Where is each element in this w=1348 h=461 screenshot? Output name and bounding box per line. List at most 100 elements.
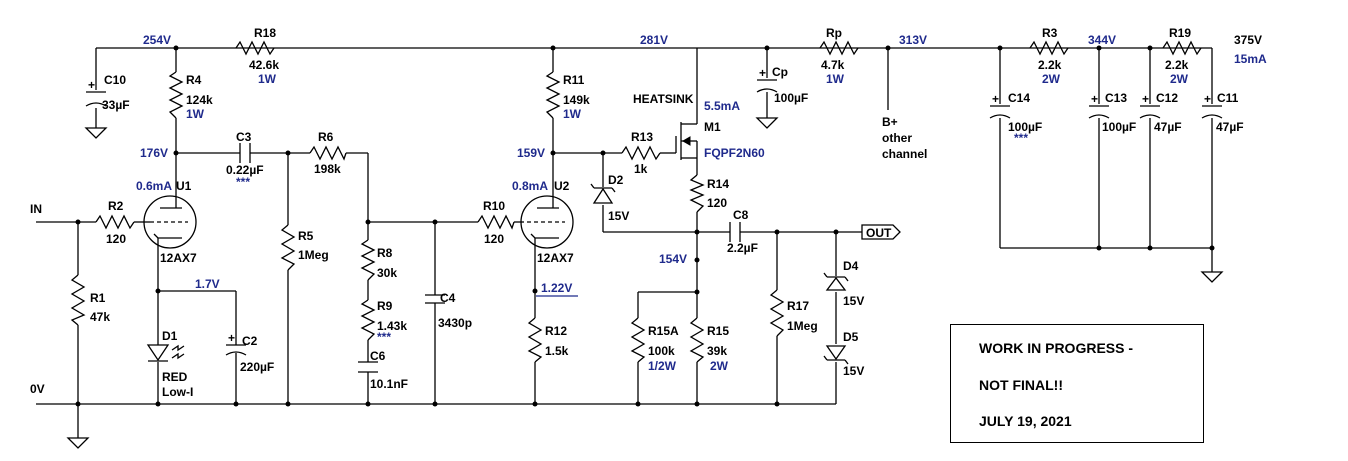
label-d5-value: 15V [843, 364, 864, 378]
diode-d4 [823, 272, 849, 291]
label-r14-name: R14 [707, 177, 729, 191]
label-r12-name: R12 [545, 324, 567, 338]
resistor-r15a [630, 317, 646, 363]
label-c11-value: 47µF [1216, 120, 1244, 134]
label-c13-name: C13 [1105, 91, 1127, 105]
label-r5-name: R5 [298, 229, 314, 243]
label-c6-name: C6 [370, 349, 386, 363]
capacitor-cp: + [756, 66, 778, 93]
label-r2-name: R2 [108, 199, 124, 213]
resistor-r12 [527, 317, 543, 363]
current-u2: 0.8mA [512, 179, 548, 193]
label-r13-name: R13 [631, 130, 653, 144]
resistor-r5 [280, 224, 296, 271]
label-u1-name: U1 [176, 179, 192, 193]
label-ground: 0V [30, 382, 45, 396]
diode-d1 [146, 344, 185, 362]
label-r18-rating: 1W [258, 72, 277, 86]
label-d5-name: D5 [843, 330, 859, 344]
label-r1-value: 47k [90, 310, 110, 324]
label-c12-value: 47µF [1154, 120, 1182, 134]
capacitor-c2: + [225, 331, 247, 356]
label-r15a-rating: 1/2W [648, 359, 677, 373]
voltage-313: 313V [899, 33, 927, 47]
out-port-flag [861, 224, 901, 240]
notice-line-3: JULY 19, 2021 [979, 413, 1072, 429]
svg-text:+: + [1142, 92, 1149, 106]
resistor-r18 [235, 40, 275, 56]
voltage-254: 254V [143, 33, 171, 47]
label-r15-name: R15 [707, 324, 729, 338]
label-u1-type: 12AX7 [160, 251, 197, 265]
label-r9-note: *** [377, 330, 391, 344]
label-c12-name: C12 [1156, 91, 1178, 105]
label-r15-rating: 2W [710, 359, 729, 373]
label-r11-name: R11 [563, 73, 585, 87]
label-r4-value: 124k [186, 93, 213, 107]
voltage-176: 176V [140, 146, 168, 160]
label-r18-name: R18 [254, 26, 276, 40]
tube-u2 [520, 195, 574, 249]
label-r6-name: R6 [318, 130, 334, 144]
label-r1-name: R1 [90, 291, 106, 305]
resistor-r19 [1162, 40, 1202, 56]
label-d1-line1: RED [162, 370, 188, 384]
label-r8-value: 30k [377, 266, 397, 280]
label-r3-value: 2.2k [1038, 58, 1062, 72]
svg-text:+: + [992, 92, 999, 106]
label-r17-value: 1Meg [787, 319, 818, 333]
label-c8-name: C8 [733, 208, 749, 222]
label-in: IN [30, 202, 42, 216]
label-d1-name: D1 [162, 329, 178, 343]
resistor-r8 [360, 239, 376, 281]
label-d1-line2: Low-I [162, 385, 193, 399]
label-rp-name: Rp [826, 26, 842, 40]
label-r10-value: 120 [484, 232, 504, 246]
resistor-r9 [360, 299, 376, 341]
capacitor-c13: + [1088, 92, 1110, 119]
svg-text:+: + [1091, 92, 1098, 106]
label-cp-name: Cp [772, 65, 788, 79]
label-r11-rating: 1W [563, 107, 582, 121]
label-u2-type: 12AX7 [537, 251, 574, 265]
voltage-344: 344V [1088, 33, 1116, 47]
work-in-progress-notice: WORK IN PROGRESS - NOT FINAL!! JULY 19, … [950, 324, 1204, 443]
resistor-r15 [689, 317, 705, 363]
label-r3-rating: 2W [1042, 72, 1061, 86]
notice-line-1: WORK IN PROGRESS - [979, 340, 1134, 356]
label-r13-value: 1k [634, 162, 648, 176]
label-c2-name: C2 [242, 334, 258, 348]
label-c13-value: 100µF [1102, 120, 1136, 134]
capacitor-c8 [729, 222, 741, 242]
label-d4-name: D4 [843, 259, 859, 273]
resistor-r13 [621, 145, 661, 161]
resistor-r14 [689, 174, 705, 213]
voltage-154: 154V [659, 252, 687, 266]
resistor-r6 [309, 145, 347, 161]
resistor-symbols [70, 40, 1202, 363]
label-c10-value: 33µF [102, 98, 130, 112]
label-r9-name: R9 [377, 299, 393, 313]
svg-text:+: + [88, 78, 95, 92]
voltage-1-22: 1.22V [541, 281, 572, 295]
label-c8-value: 2.2µF [727, 241, 758, 255]
voltage-281: 281V [640, 33, 668, 47]
label-r12-value: 1.5k [545, 344, 569, 358]
svg-text:+: + [228, 331, 235, 345]
mosfet-m1 [675, 120, 698, 162]
resistor-r10 [477, 214, 515, 230]
current-supply: 15mA [1234, 52, 1267, 66]
diode-d5 [823, 345, 849, 365]
resistor-r1 [70, 274, 86, 326]
resistor-r11 [545, 71, 561, 119]
label-r2-value: 120 [106, 232, 126, 246]
label-r15-value: 39k [707, 344, 727, 358]
voltage-1-7: 1.7V [195, 277, 220, 291]
label-m1-name: M1 [704, 120, 721, 134]
label-bplus-other: other [882, 131, 912, 145]
label-bplus-channel: channel [882, 147, 927, 161]
label-r4-rating: 1W [186, 107, 205, 121]
ground-symbols [66, 117, 1224, 449]
wires [36, 47, 1213, 438]
